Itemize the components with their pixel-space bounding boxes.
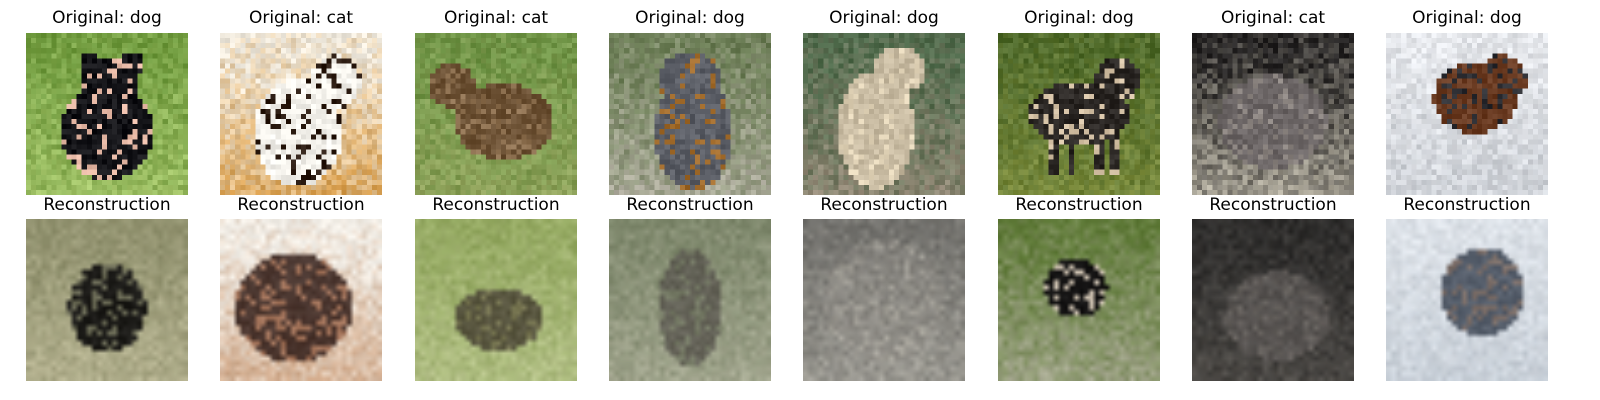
original-image (803, 33, 965, 195)
original-title: Original: cat (248, 8, 354, 28)
reconstruction-image (609, 219, 771, 381)
original-image (1192, 33, 1354, 195)
original-title: Original: dog (1024, 8, 1134, 28)
original-title: Original: dog (829, 8, 939, 28)
reconstruction-title: Reconstruction (1403, 195, 1531, 215)
reconstruction-title: Reconstruction (237, 195, 365, 215)
reconstruction-image (803, 219, 965, 381)
reconstruction-title: Reconstruction (1209, 195, 1337, 215)
original-image (1386, 33, 1548, 195)
reconstruction-title: Reconstruction (820, 195, 948, 215)
original-title: Original: dog (52, 8, 162, 28)
original-image (998, 33, 1160, 195)
reconstruction-image (415, 219, 577, 381)
original-image (220, 33, 382, 195)
original-image (415, 33, 577, 195)
original-title: Original: dog (1412, 8, 1522, 28)
original-image (609, 33, 771, 195)
reconstruction-title: Reconstruction (432, 195, 560, 215)
reconstruction-title: Reconstruction (626, 195, 754, 215)
original-title: Original: cat (1220, 8, 1326, 28)
reconstruction-image (220, 219, 382, 381)
reconstruction-image (1386, 219, 1548, 381)
original-title: Original: cat (443, 8, 549, 28)
reconstruction-image (998, 219, 1160, 381)
original-title: Original: dog (635, 8, 745, 28)
reconstruction-image (1192, 219, 1354, 381)
reconstruction-title: Reconstruction (43, 195, 171, 215)
reconstruction-image (26, 219, 188, 381)
reconstruction-title: Reconstruction (1015, 195, 1143, 215)
original-image (26, 33, 188, 195)
